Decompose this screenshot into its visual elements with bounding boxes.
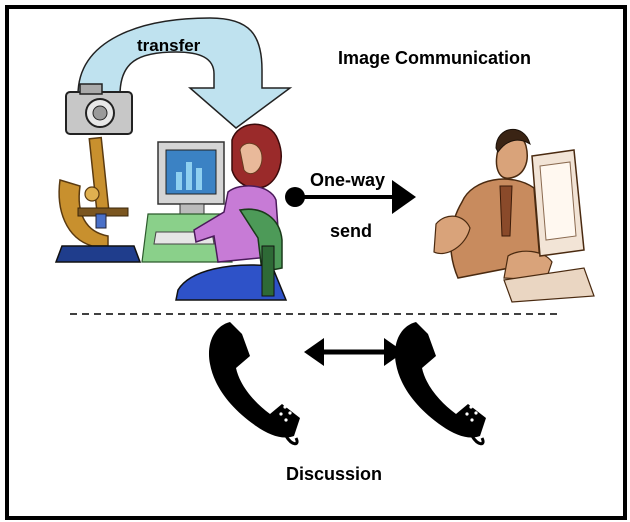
send-arrow: [285, 180, 416, 214]
telephone-handset-icon: [208, 322, 300, 446]
telephone-handset-icon: [394, 322, 486, 446]
transfer-arrow: [77, 17, 293, 129]
woman-at-computer-icon: [141, 123, 288, 301]
discussion-label: Discussion: [286, 464, 383, 484]
two-way-arrow: [304, 338, 404, 366]
send-label: send: [330, 221, 373, 241]
diagram-title: Image Communication: [338, 48, 532, 68]
oneway-label: One-way: [310, 170, 386, 190]
transfer-label: transfer: [137, 36, 201, 55]
microscope-icon: [54, 136, 142, 263]
camera-icon: [65, 83, 133, 135]
man-at-computer-icon: [433, 128, 595, 303]
